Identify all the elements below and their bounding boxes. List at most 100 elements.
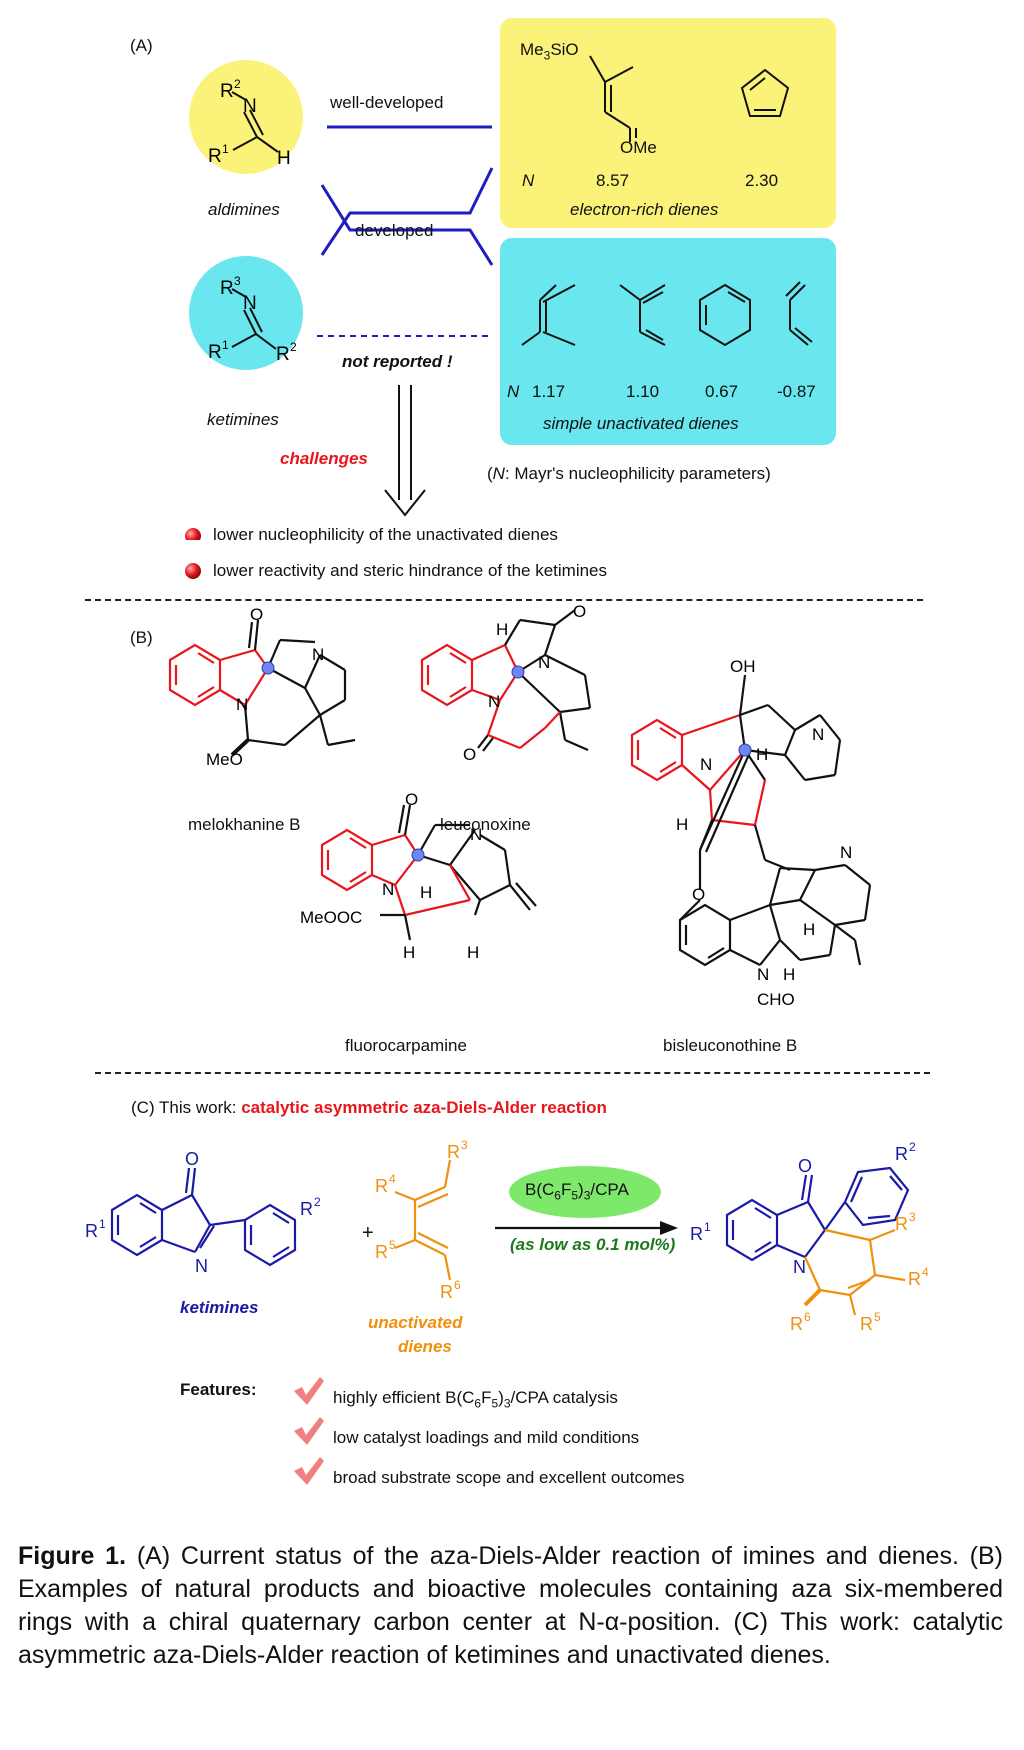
danishefsky-bottom-label: OMe — [620, 138, 657, 157]
divider-b-c — [95, 1072, 930, 1074]
section-c-label: (C) This work: catalytic asymmetric aza-… — [131, 1098, 607, 1118]
svg-text:H: H — [467, 943, 479, 962]
svg-text:R: R — [908, 1269, 921, 1289]
svg-text:R: R — [895, 1214, 908, 1234]
molecule-name-3: fluorocarpamine — [345, 1036, 467, 1055]
molecule-name-2: leuconoxine — [440, 815, 531, 834]
svg-text:1: 1 — [99, 1217, 106, 1231]
svg-text:1: 1 — [222, 142, 229, 156]
electron-rich-box — [500, 18, 836, 228]
section-c-highlight: catalytic asymmetric aza-Diels-Alder rea… — [241, 1098, 607, 1117]
melokhanine-structure — [168, 619, 356, 757]
bullet-dot-1 — [185, 528, 201, 540]
svg-text:O: O — [463, 745, 476, 764]
figure-caption: Figure 1. (A) Current status of the aza-… — [18, 1540, 1003, 1672]
svg-text:3: 3 — [461, 1138, 468, 1152]
svg-text:R: R — [208, 146, 222, 167]
svg-text:R: R — [220, 81, 234, 102]
svg-text:5: 5 — [389, 1238, 396, 1252]
svg-text:R: R — [375, 1176, 388, 1196]
danishefsky-diene — [589, 55, 637, 142]
product-structure — [725, 1166, 910, 1316]
challenges-arrow — [384, 385, 426, 517]
svg-text:R: R — [300, 1199, 313, 1219]
section-c-prefix: (C) This work: — [131, 1098, 237, 1117]
svg-text:3: 3 — [909, 1210, 916, 1224]
svg-text:N: N — [470, 825, 482, 844]
svg-text:N: N — [840, 843, 852, 862]
section-b-label: (B) — [130, 628, 153, 647]
ketimine-structure — [231, 288, 277, 350]
svg-text:1: 1 — [222, 338, 229, 352]
svg-text:H: H — [277, 148, 291, 169]
svg-text:N: N — [538, 653, 550, 672]
rich-dienes-label: electron-rich dienes — [570, 200, 719, 219]
svg-text:6: 6 — [804, 1310, 811, 1324]
loading-label: (as low as 0.1 mol%) — [510, 1235, 676, 1254]
svg-text:5: 5 — [874, 1310, 881, 1324]
rich-value-1: 8.57 — [596, 171, 630, 190]
svg-text:R: R — [440, 1282, 453, 1302]
svg-text:R: R — [860, 1314, 873, 1334]
svg-text:N: N — [382, 880, 394, 899]
challenges-label: challenges — [280, 449, 368, 468]
feature-check-icons — [294, 1377, 324, 1485]
not-reported-label: not reported ! — [342, 352, 453, 371]
svg-text:3: 3 — [234, 274, 241, 288]
svg-text:N: N — [236, 695, 248, 714]
svg-text:1: 1 — [704, 1220, 711, 1234]
svg-text:2: 2 — [314, 1195, 321, 1209]
bullet-text-1: lower nucleophilicity of the unactivated… — [213, 525, 558, 544]
svg-text:OH: OH — [730, 657, 756, 676]
simple-dienes-label: simple unactivated dienes — [543, 414, 739, 433]
features-title: Features: — [180, 1380, 257, 1399]
simple-n-label: N — [507, 382, 520, 401]
svg-text:R: R — [220, 278, 234, 299]
cyclopentadiene — [740, 68, 790, 117]
svg-text:4: 4 — [389, 1172, 396, 1186]
well-developed-label: well-developed — [330, 93, 444, 112]
feature-2: low catalyst loadings and mild condition… — [333, 1428, 640, 1447]
aldimine-structure — [231, 91, 279, 153]
svg-text:R: R — [447, 1142, 460, 1162]
svg-text:N: N — [195, 1256, 208, 1276]
svg-text:6: 6 — [454, 1278, 461, 1292]
simple-value-4: -0.87 — [777, 382, 816, 401]
feature-1: highly efficient B(C6F5)3/CPA catalysis — [333, 1388, 618, 1411]
svg-text:N: N — [757, 965, 769, 984]
section-a-label: (A) — [130, 36, 153, 55]
svg-text:N: N — [700, 755, 712, 774]
svg-text:H: H — [496, 620, 508, 639]
danishefsky-top-label: Me3SiO — [520, 40, 579, 63]
svg-text:CHO: CHO — [757, 990, 795, 1009]
catalyst-label: B(C6F5)3/CPA — [525, 1180, 629, 1203]
unactivated-box — [500, 238, 836, 445]
svg-text:H: H — [783, 965, 795, 984]
simple-dienes — [521, 281, 813, 347]
ketimines-label: ketimines — [207, 410, 279, 429]
svg-text:N: N — [312, 645, 324, 664]
svg-text:O: O — [405, 790, 418, 809]
svg-text:MeOOC: MeOOC — [300, 908, 362, 927]
section-b-structures: O N N MeO H O N N O — [168, 602, 872, 1009]
svg-text:H: H — [420, 883, 432, 902]
leuconoxine-structure — [420, 609, 592, 752]
caption-bold: Figure 1. — [18, 1542, 127, 1570]
svg-text:4: 4 — [922, 1265, 929, 1279]
svg-text:R: R — [276, 344, 290, 365]
plus-sign: + — [362, 1222, 374, 1244]
svg-text:O: O — [798, 1156, 812, 1176]
svg-text:H: H — [403, 943, 415, 962]
svg-text:H: H — [803, 920, 815, 939]
svg-text:N: N — [243, 96, 257, 117]
bisleuconothine-structure — [630, 674, 872, 967]
feature-3: broad substrate scope and excellent outc… — [333, 1468, 685, 1487]
svg-text:R: R — [208, 342, 222, 363]
diene-reactant — [394, 1159, 452, 1281]
ketimine-reactant — [110, 1167, 297, 1267]
svg-text:2: 2 — [290, 340, 297, 354]
svg-text:H: H — [676, 815, 688, 834]
fluorocarpamine-structure — [320, 804, 537, 941]
